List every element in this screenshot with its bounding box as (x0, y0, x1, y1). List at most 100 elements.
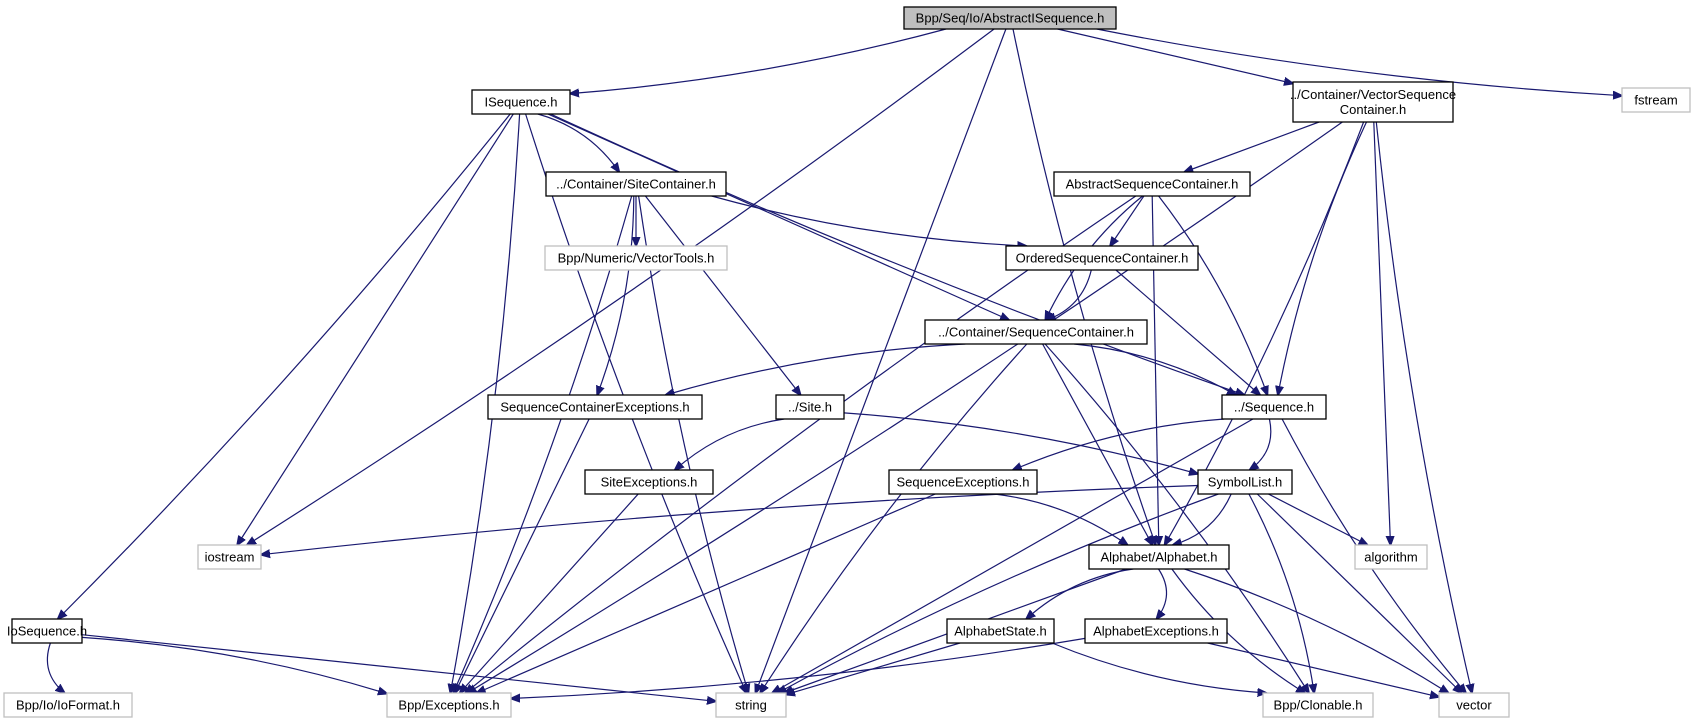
edge-asc-to-sequence (1158, 195, 1268, 395)
node-label: SymbolList.h (1208, 475, 1282, 490)
node-ioformat: Bpp/Io/IoFormat.h (3, 692, 133, 718)
node-label: algorithm (1364, 550, 1417, 565)
edges-layer (46, 28, 1622, 702)
edge-sequence-to-seqexc (1013, 418, 1225, 470)
node-label: ../Container/VectorSequence (1290, 87, 1456, 102)
edge-osc-to-sc (1047, 269, 1092, 320)
node-sc[interactable]: ../Container/SequenceContainer.h (924, 319, 1148, 345)
node-box (1354, 544, 1428, 570)
node-box (1292, 81, 1454, 123)
edge-root-to-alphabet (1012, 28, 1156, 545)
edge-iosequence-to-string (81, 634, 716, 702)
node-alphabet[interactable]: Alphabet/Alphabet.h (1088, 544, 1230, 570)
node-box (1197, 469, 1293, 495)
node-label: IoSequence.h (7, 624, 87, 639)
node-box (1438, 692, 1510, 718)
edge-sc-to-clonable (1044, 343, 1309, 693)
node-box (888, 469, 1038, 495)
node-label: Bpp/Clonable.h (1274, 698, 1363, 713)
edge-isequence-to-sequence (550, 113, 1245, 395)
edge-sitecontainer-to-osc (711, 195, 1027, 246)
node-sce[interactable]: SequenceContainerExceptions.h (487, 394, 703, 420)
node-asc[interactable]: AbstractSequenceContainer.h (1053, 171, 1251, 197)
node-box (544, 245, 728, 271)
node-seqexc[interactable]: SequenceExceptions.h (888, 469, 1038, 495)
node-box (1084, 618, 1228, 644)
node-root[interactable]: Bpp/Seq/Io/AbstractISequence.h (903, 6, 1117, 30)
edge-sitecontainer-to-sce (597, 195, 635, 395)
edge-sequence-to-symbollist (1250, 418, 1272, 470)
node-siteexc[interactable]: SiteExceptions.h (584, 469, 714, 495)
node-sitecontainer[interactable]: ../Container/SiteContainer.h (545, 171, 727, 197)
edge-asc-to-osc (1110, 195, 1145, 246)
node-alphastate[interactable]: AlphabetState.h (946, 618, 1055, 644)
node-box (715, 692, 787, 718)
node-box (471, 89, 571, 115)
edge-isequence-to-iostream (237, 113, 514, 545)
edge-alphaexc-to-vector (1207, 642, 1439, 697)
edge-vsc-to-sequence (1278, 121, 1368, 395)
node-clonable: Bpp/Clonable.h (1262, 692, 1374, 718)
edge-isequence-to-iosequence (58, 113, 511, 619)
node-label: Bpp/Io/IoFormat.h (16, 698, 120, 713)
node-box (1221, 394, 1327, 420)
edge-siteexc-to-exceptions (460, 493, 639, 693)
edge-seqexc-to-alphabet (994, 493, 1127, 545)
node-box (1005, 245, 1199, 271)
node-iosequence[interactable]: IoSequence.h (7, 618, 87, 644)
node-label: fstream (1634, 93, 1677, 108)
node-label: AbstractSequenceContainer.h (1066, 177, 1239, 192)
node-label: SiteExceptions.h (601, 475, 698, 490)
edge-root-to-iostream (247, 28, 995, 545)
edge-sc-to-sce (666, 343, 966, 395)
node-sequence[interactable]: ../Sequence.h (1221, 394, 1327, 420)
edge-sitecontainer-to-site (644, 195, 800, 395)
edge-vsc-to-exceptions (467, 121, 1343, 693)
node-isequence[interactable]: ISequence.h (471, 89, 571, 115)
edge-symbollist-to-algorithm (1268, 493, 1367, 545)
edge-iosequence-to-exceptions (81, 636, 387, 693)
edge-vsc-to-asc (1184, 121, 1320, 172)
node-label: Bpp/Numeric/VectorTools.h (558, 251, 715, 266)
node-label: OrderedSequenceContainer.h (1016, 251, 1189, 266)
edge-iosequence-to-ioformat (46, 642, 64, 693)
node-box (545, 171, 727, 197)
edge-root-to-vsc (1057, 28, 1294, 84)
node-label: AlphabetState.h (954, 624, 1047, 639)
edge-symbollist-to-alphabet (1173, 493, 1232, 545)
edge-root-to-string (756, 28, 1007, 693)
node-label: ISequence.h (484, 95, 557, 110)
node-box (946, 618, 1055, 644)
node-box (903, 6, 1117, 30)
edge-sequence-to-string (772, 418, 1254, 693)
node-box (775, 394, 845, 420)
node-box (1053, 171, 1251, 197)
edge-site-to-siteexc (675, 418, 785, 470)
node-site[interactable]: ../Site.h (775, 394, 845, 420)
edge-sc-to-sequence (1074, 343, 1236, 395)
node-box (3, 692, 133, 718)
node-osc[interactable]: OrderedSequenceContainer.h (1005, 245, 1199, 271)
edge-asc-to-alphabet (1151, 195, 1159, 545)
edge-site-to-symbollist (843, 412, 1198, 474)
nodes-layer: Bpp/Seq/Io/AbstractISequence.hISequence.… (3, 6, 1691, 718)
edge-sc-to-alphabet (1042, 343, 1153, 545)
node-alphaexc[interactable]: AlphabetExceptions.h (1084, 618, 1228, 644)
node-symbollist[interactable]: SymbolList.h (1197, 469, 1293, 495)
edge-vsc-to-alphabet (1165, 121, 1365, 545)
node-box (924, 319, 1148, 345)
node-label: vector (1456, 698, 1492, 713)
edge-alphabet-to-alphastate (1026, 568, 1134, 619)
node-exceptions: Bpp/Exceptions.h (386, 692, 512, 718)
edge-symbollist-to-iostream (261, 484, 1199, 555)
node-label: Container.h (1340, 102, 1407, 117)
edge-symbollist-to-vector (1256, 493, 1461, 693)
edge-osc-to-sequence (1115, 269, 1260, 395)
node-label: ../Container/SequenceContainer.h (938, 325, 1134, 340)
node-box (386, 692, 512, 718)
node-label: Bpp/Exceptions.h (398, 698, 499, 713)
node-label: iostream (205, 550, 255, 565)
edge-symbollist-to-string (778, 493, 1219, 693)
